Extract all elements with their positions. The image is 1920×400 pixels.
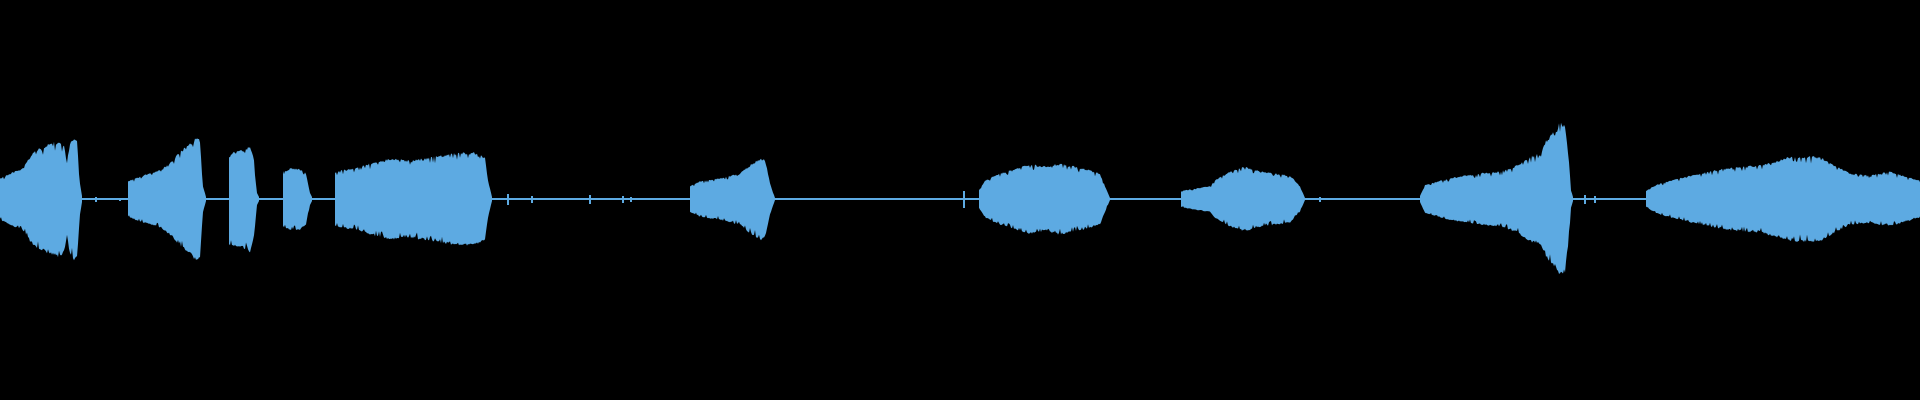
waveform-blip [1202,197,1204,202]
waveform-blip [95,197,97,202]
waveform-segment-8 [1181,167,1305,231]
waveform-segment-10 [1646,156,1920,242]
waveform-segment-3 [229,147,259,253]
waveform-blip [1319,197,1321,202]
waveform-blip [622,196,624,203]
waveform-blip [531,196,533,203]
waveform-segment-6 [690,158,775,241]
waveform-blip [630,197,632,202]
waveform-segment-7 [979,163,1110,235]
waveform-blip [589,195,591,204]
waveform-segments [0,122,1920,274]
waveform-segment-9 [1420,122,1573,274]
waveform-baseline [0,198,1920,200]
waveform-segment-2 [128,138,206,260]
waveform-segment-1 [0,139,82,261]
waveform-blip [963,191,965,208]
waveform-segment-5 [335,152,492,246]
waveform-segment-4 [283,168,312,230]
waveform-blip [1594,196,1596,203]
waveform-blip [119,198,121,201]
waveform-blip [1584,195,1586,204]
waveform-blips [95,191,1596,208]
waveform-blip [507,194,509,205]
